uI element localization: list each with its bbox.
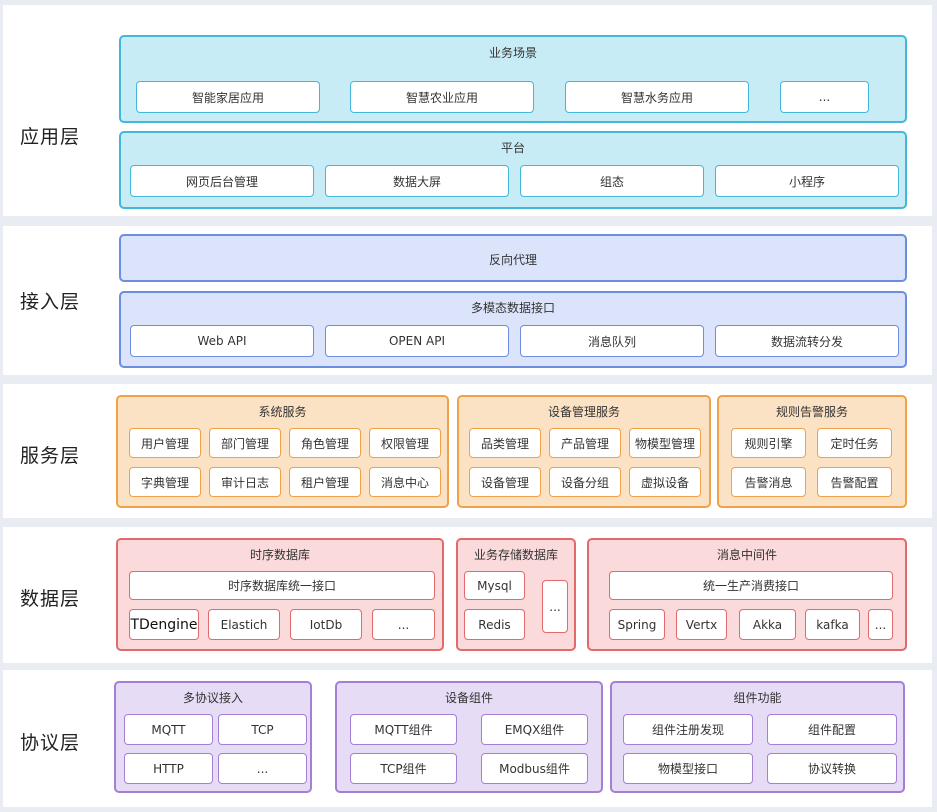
scene-item: 智能家居应用 — [136, 81, 320, 113]
rule-alarm-panel: 规则告警服务 规则引擎 定时任务 告警消息 告警配置 — [717, 395, 907, 508]
protocol-layer-label: 协议层 — [20, 732, 81, 754]
timeseries-unified-interface: 时序数据库统一接口 — [129, 571, 435, 600]
business-storage-db-panel: 业务存储数据库 Mysql Redis ... — [456, 538, 576, 651]
component-function-item: 协议转换 — [767, 753, 897, 784]
multi-protocol-title: 多协议接入 — [182, 691, 243, 705]
timeseries-db-item: IotDb — [290, 609, 362, 640]
platform-item: 组态 — [520, 165, 704, 197]
protocol-item: HTTP — [124, 753, 213, 784]
timeseries-db-panel: 时序数据库 时序数据库统一接口 TDengine Elastich IotDb … — [116, 538, 444, 651]
rule-alarm-title: 规则告警服务 — [775, 405, 848, 419]
component-function-item: 组件配置 — [767, 714, 897, 745]
business-scene-panel: 业务场景 智能家居应用 智慧农业应用 智慧水务应用 ... — [119, 35, 907, 123]
system-service-item: 消息中心 — [369, 467, 441, 497]
device-management-panel: 设备管理服务 品类管理 产品管理 物模型管理 设备管理 设备分组 虚拟设备 — [457, 395, 711, 508]
business-db-item: Redis — [464, 609, 525, 640]
multi-protocol-panel: 多协议接入 MQTT TCP HTTP ... — [114, 681, 312, 793]
scene-item: ... — [780, 81, 869, 113]
rule-alarm-item: 告警配置 — [817, 467, 892, 497]
device-management-title: 设备管理服务 — [547, 405, 620, 419]
device-management-item: 物模型管理 — [629, 428, 701, 458]
device-management-item: 产品管理 — [549, 428, 621, 458]
component-function-panel: 组件功能 组件注册发现 组件配置 物模型接口 协议转换 — [610, 681, 905, 793]
device-management-item: 设备分组 — [549, 467, 621, 497]
component-function-item: 组件注册发现 — [623, 714, 753, 745]
component-function-title: 组件功能 — [733, 691, 782, 705]
message-middleware-panel: 消息中间件 统一生产消费接口 Spring Vertx Akka kafka .… — [587, 538, 907, 651]
business-scene-title: 业务场景 — [488, 46, 537, 60]
business-db-item: Mysql — [464, 571, 525, 600]
interface-item: Web API — [130, 325, 314, 357]
mq-unified-interface: 统一生产消费接口 — [609, 571, 893, 600]
system-service-item: 字典管理 — [129, 467, 201, 497]
service-layer-label: 服务层 — [20, 445, 81, 467]
rule-alarm-item: 定时任务 — [817, 428, 892, 458]
timeseries-db-item: ... — [372, 609, 435, 640]
system-service-item: 权限管理 — [369, 428, 441, 458]
app-layer-label: 应用层 — [20, 126, 81, 148]
system-service-item: 审计日志 — [209, 467, 281, 497]
mq-item: kafka — [805, 609, 860, 640]
device-component-title: 设备组件 — [444, 691, 493, 705]
message-middleware-title: 消息中间件 — [716, 548, 777, 562]
device-component-item: TCP组件 — [350, 753, 457, 784]
platform-item: 数据大屏 — [325, 165, 509, 197]
reverse-proxy-panel: 反向代理 — [119, 234, 907, 282]
device-management-item: 品类管理 — [469, 428, 541, 458]
device-component-item: EMQX组件 — [481, 714, 588, 745]
platform-item: 小程序 — [715, 165, 899, 197]
mq-item: Spring — [609, 609, 665, 640]
access-layer-label: 接入层 — [20, 291, 81, 313]
reverse-proxy-title: 反向代理 — [488, 253, 537, 267]
scene-item: 智慧水务应用 — [565, 81, 749, 113]
interface-item: 消息队列 — [520, 325, 704, 357]
system-service-item: 部门管理 — [209, 428, 281, 458]
platform-item: 网页后台管理 — [130, 165, 314, 197]
protocol-item: TCP — [218, 714, 307, 745]
timeseries-db-item: TDengine — [129, 609, 199, 640]
device-component-item: MQTT组件 — [350, 714, 457, 745]
mq-item: Akka — [739, 609, 796, 640]
rule-alarm-item: 规则引擎 — [731, 428, 806, 458]
device-management-item: 虚拟设备 — [629, 467, 701, 497]
interface-item: 数据流转分发 — [715, 325, 899, 357]
timeseries-db-item: Elastich — [208, 609, 280, 640]
device-management-item: 设备管理 — [469, 467, 541, 497]
mq-item: Vertx — [676, 609, 727, 640]
timeseries-db-title: 时序数据库 — [249, 548, 310, 562]
device-component-panel: 设备组件 MQTT组件 EMQX组件 TCP组件 Modbus组件 — [335, 681, 603, 793]
system-service-item: 用户管理 — [129, 428, 201, 458]
business-db-item: ... — [542, 580, 568, 633]
system-service-panel: 系统服务 用户管理 部门管理 角色管理 权限管理 字典管理 审计日志 租户管理 … — [116, 395, 449, 508]
system-service-title: 系统服务 — [258, 405, 307, 419]
scene-item: 智慧农业应用 — [350, 81, 534, 113]
platform-title: 平台 — [500, 141, 525, 155]
system-service-item: 租户管理 — [289, 467, 361, 497]
device-component-item: Modbus组件 — [481, 753, 588, 784]
data-layer-label: 数据层 — [20, 588, 81, 610]
multimodal-interface-panel: 多模态数据接口 Web API OPEN API 消息队列 数据流转分发 — [119, 291, 907, 368]
interface-item: OPEN API — [325, 325, 509, 357]
component-function-item: 物模型接口 — [623, 753, 753, 784]
business-storage-db-title: 业务存储数据库 — [473, 548, 558, 562]
platform-panel: 平台 网页后台管理 数据大屏 组态 小程序 — [119, 131, 907, 209]
protocol-item: ... — [218, 753, 307, 784]
multimodal-interface-title: 多模态数据接口 — [470, 301, 555, 315]
system-service-item: 角色管理 — [289, 428, 361, 458]
mq-item: ... — [868, 609, 893, 640]
protocol-item: MQTT — [124, 714, 213, 745]
rule-alarm-item: 告警消息 — [731, 467, 806, 497]
